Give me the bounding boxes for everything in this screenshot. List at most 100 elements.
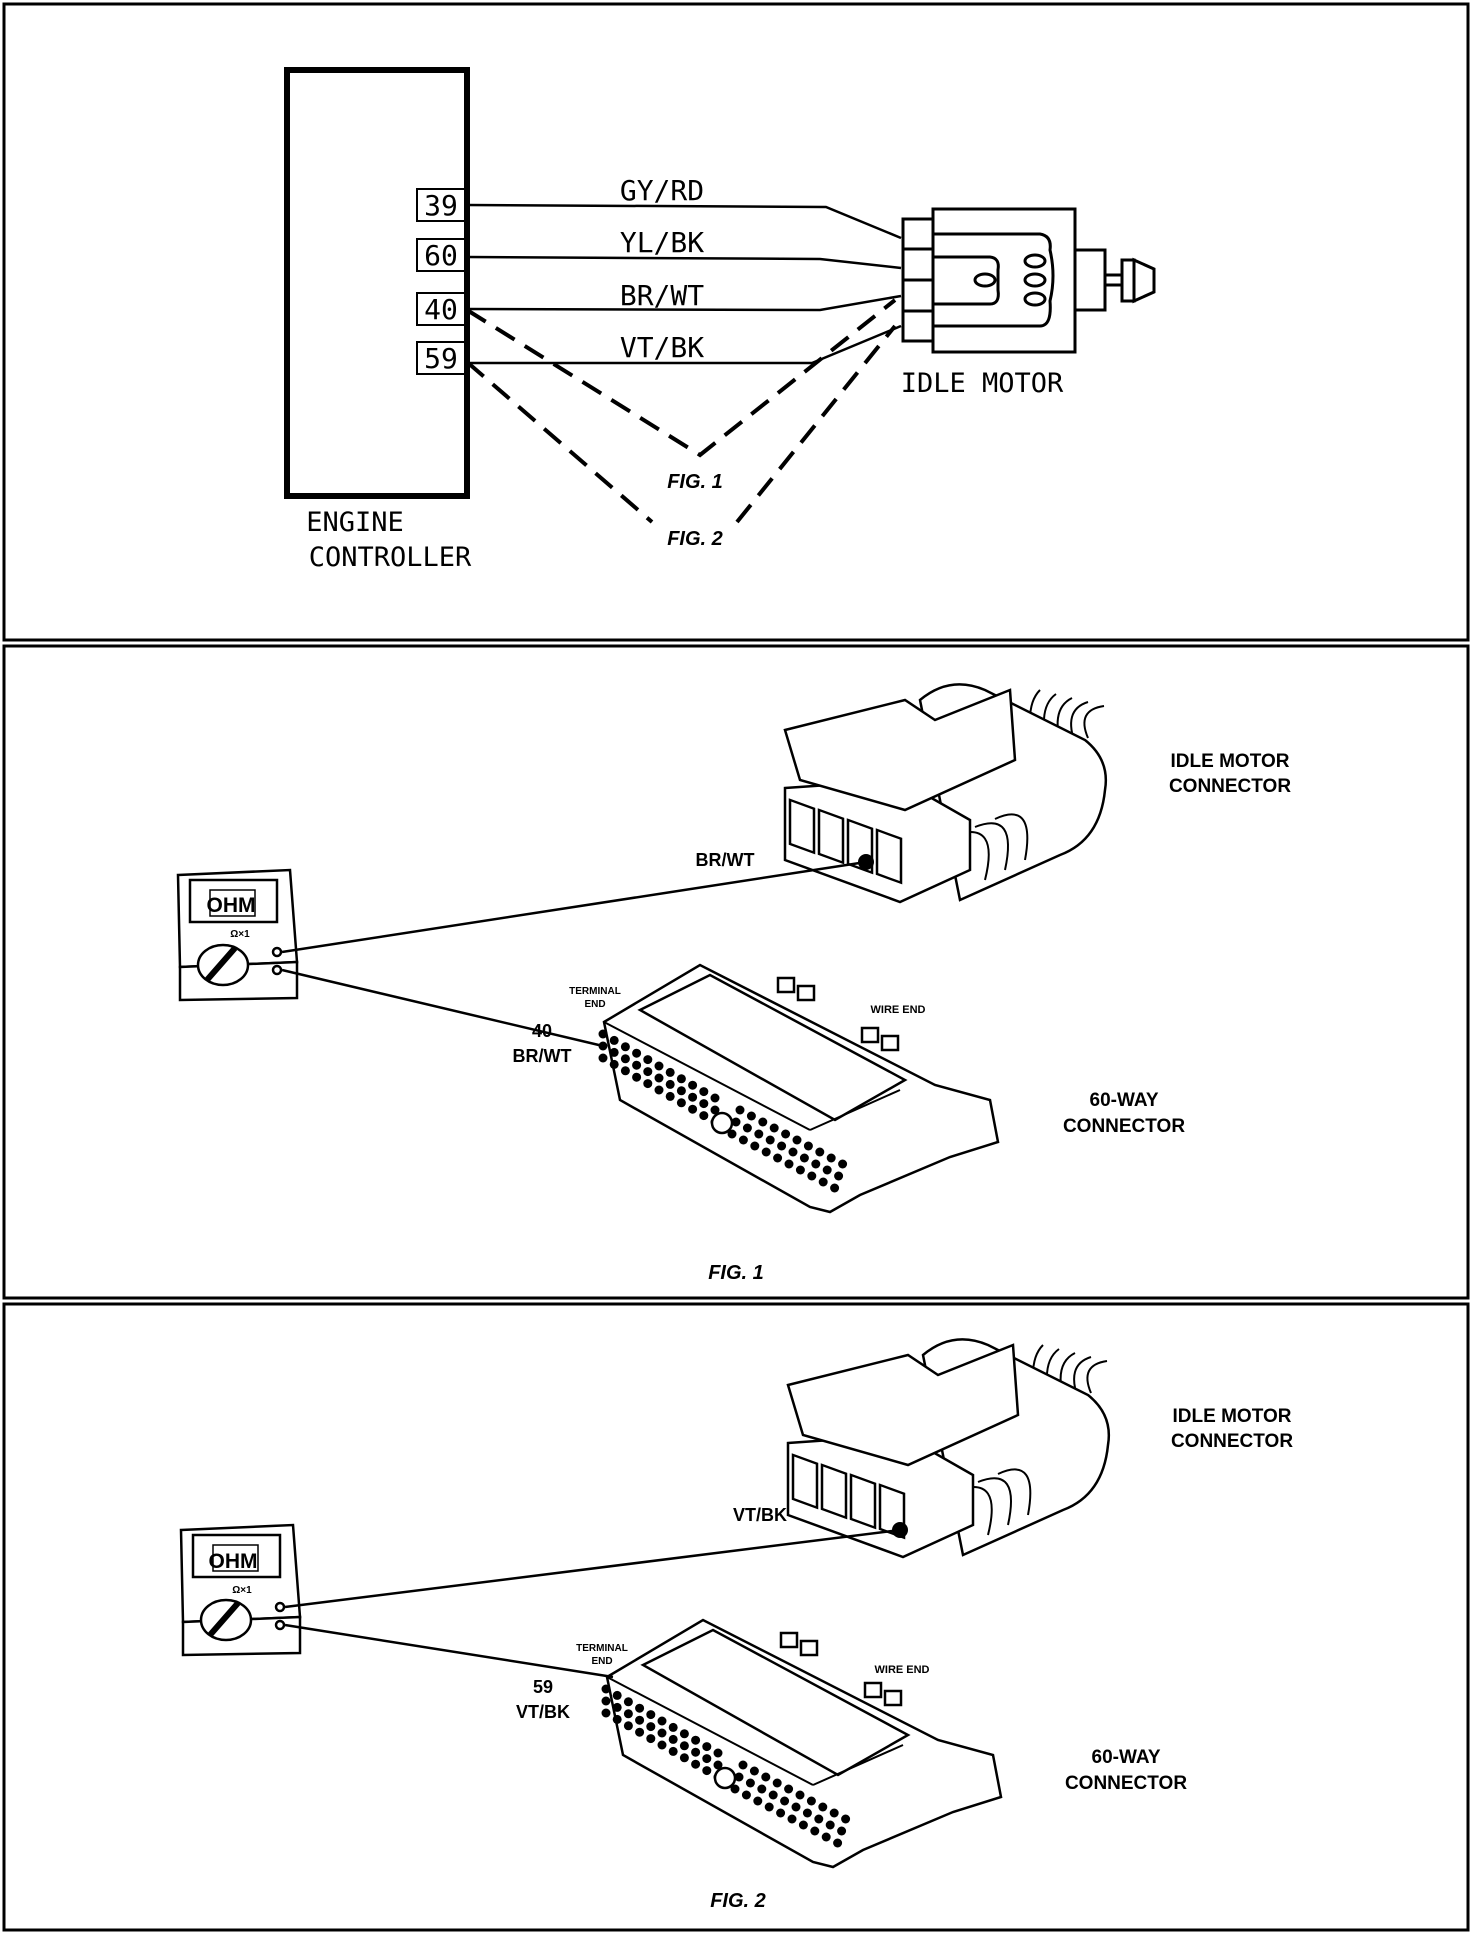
pin-number-59: 59 (424, 342, 458, 375)
pin-box-60 (416, 238, 466, 272)
way-connector-top-panel (640, 1628, 911, 1777)
way-connector-pin (601, 1696, 611, 1706)
way-connector-pin (768, 1790, 778, 1800)
way-connector-pin (632, 1048, 642, 1058)
way-connector-pin (798, 1820, 808, 1830)
way-connector-pin (742, 1123, 752, 1133)
schematic-fig1-label: FIG. 1 (667, 471, 723, 493)
way-connector-pin (815, 1147, 825, 1157)
way-connector-pin (781, 1129, 791, 1139)
wire-vt-bk (467, 324, 902, 365)
fig2-test-path-left (465, 360, 654, 524)
60-way-connector (601, 1618, 1003, 1869)
meter-dial-pointer (207, 1601, 241, 1637)
way-connector-pin (665, 1091, 675, 1101)
way-connector-pin (643, 1067, 653, 1077)
coil-loop (973, 272, 997, 288)
way-connector-pin (657, 1716, 667, 1726)
connector-latch (783, 688, 1017, 812)
probe-lead-60way (281, 968, 604, 1048)
way-connector-pin (710, 1105, 720, 1115)
connector-boot-ridge (974, 822, 1009, 871)
way-connector-pin (612, 1702, 622, 1712)
way-connector-label-line2: CONNECTOR (1063, 1116, 1185, 1137)
way-connector-pin (676, 1086, 686, 1096)
way-connector-pin (654, 1073, 664, 1083)
way-connector-pin (691, 1747, 701, 1757)
pin-number-label: 59 (533, 1677, 553, 1697)
way-connector-pin (688, 1092, 698, 1102)
way-connector-pin (772, 1778, 782, 1788)
way-connector-pin (765, 1135, 775, 1145)
idle-motor-connector-label-line1: IDLE MOTOR (1171, 751, 1290, 772)
way-connector-pin (643, 1079, 653, 1089)
way-connector-pin (734, 1772, 744, 1782)
terminal-end-label-line2: END (584, 999, 605, 1010)
wire-label-gy-rd: GY/RD (620, 174, 704, 207)
idle-motor-connector-label-line2: CONNECTOR (1171, 1431, 1293, 1452)
way-connector-pin (753, 1796, 763, 1806)
way-connector-pin (668, 1722, 678, 1732)
way-connector-pin (679, 1729, 689, 1739)
meter-dial-label: Ω×1 (230, 929, 250, 940)
way-connector-pin (623, 1721, 633, 1731)
way-connector-pin (702, 1742, 712, 1752)
connector-boot-ridge (977, 1477, 1012, 1526)
schematic-wires (466, 203, 902, 365)
way-connector-tab (863, 1681, 883, 1699)
way-connector-pin (668, 1734, 678, 1744)
coil-loop (1023, 291, 1047, 307)
way-connector-pin (612, 1714, 622, 1724)
way-connector-pin (635, 1703, 645, 1713)
fig2-illustration (179, 1338, 1111, 1869)
idle-wire-label: BR/WT (696, 850, 755, 870)
way-connector-pin (806, 1796, 816, 1806)
way-connector-pin (757, 1784, 767, 1794)
connector-boot-ridge (994, 813, 1029, 861)
multimeter (179, 1523, 302, 1657)
engine-controller: 39 60 40 59 (284, 67, 470, 499)
way-connector-tab (779, 1631, 799, 1649)
60-way-connector (598, 963, 1000, 1214)
way-connector-pin (665, 1067, 675, 1077)
way-connector-pin (713, 1760, 723, 1770)
way-connector-pin (598, 1053, 608, 1063)
pin-wire-label: VT/BK (516, 1702, 570, 1722)
way-connector-pin (810, 1826, 820, 1836)
panel-fig2 (2, 1302, 1470, 1932)
way-connector-pin (741, 1790, 751, 1800)
way-connector-pin (738, 1760, 748, 1770)
meter-screen (209, 889, 256, 917)
way-connector-pin (829, 1808, 839, 1818)
way-connector-tab (860, 1026, 880, 1044)
way-connector-pin (754, 1129, 764, 1139)
way-connector-pin (679, 1753, 689, 1763)
way-connector-tab (880, 1034, 900, 1052)
way-connector-pin (773, 1153, 783, 1163)
pin-box-39 (416, 188, 466, 222)
terminal-end-label-line1: TERMINAL (576, 1643, 628, 1654)
meter-dial-label: Ω×1 (232, 1585, 252, 1596)
way-connector-pin (818, 1177, 828, 1187)
way-connector-edge (603, 1021, 811, 1131)
way-connector-pin (699, 1087, 709, 1097)
connector-cavity (849, 1473, 877, 1530)
way-connector-pin (601, 1708, 611, 1718)
way-connector-pin (780, 1796, 790, 1806)
way-connector-key (710, 1111, 734, 1135)
way-connector-pin (657, 1728, 667, 1738)
way-connector-pin (784, 1784, 794, 1794)
way-connector-pin (738, 1135, 748, 1145)
way-connector-pin (758, 1117, 768, 1127)
way-connector-pin (657, 1740, 667, 1750)
way-connector-pin (795, 1165, 805, 1175)
way-connector-pin (702, 1766, 712, 1776)
pin-number-40: 40 (424, 293, 458, 326)
terminal-end-label-line1: TERMINAL (569, 986, 621, 997)
way-connector-tab (776, 976, 796, 994)
way-connector-pin (612, 1690, 622, 1700)
wire-yl-bk (466, 255, 902, 270)
multimeter (176, 868, 299, 1002)
coil-loop (1023, 253, 1047, 269)
way-connector-pin (710, 1093, 720, 1103)
